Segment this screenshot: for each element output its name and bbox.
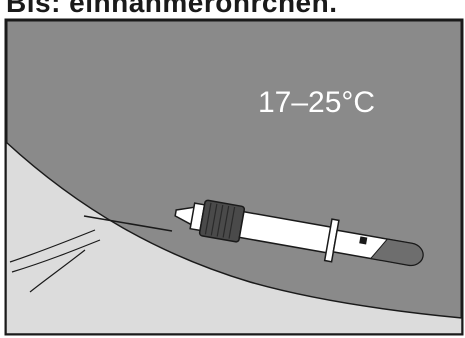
tube-marker xyxy=(359,236,367,244)
temperature-label: 17–25°C xyxy=(258,86,375,119)
